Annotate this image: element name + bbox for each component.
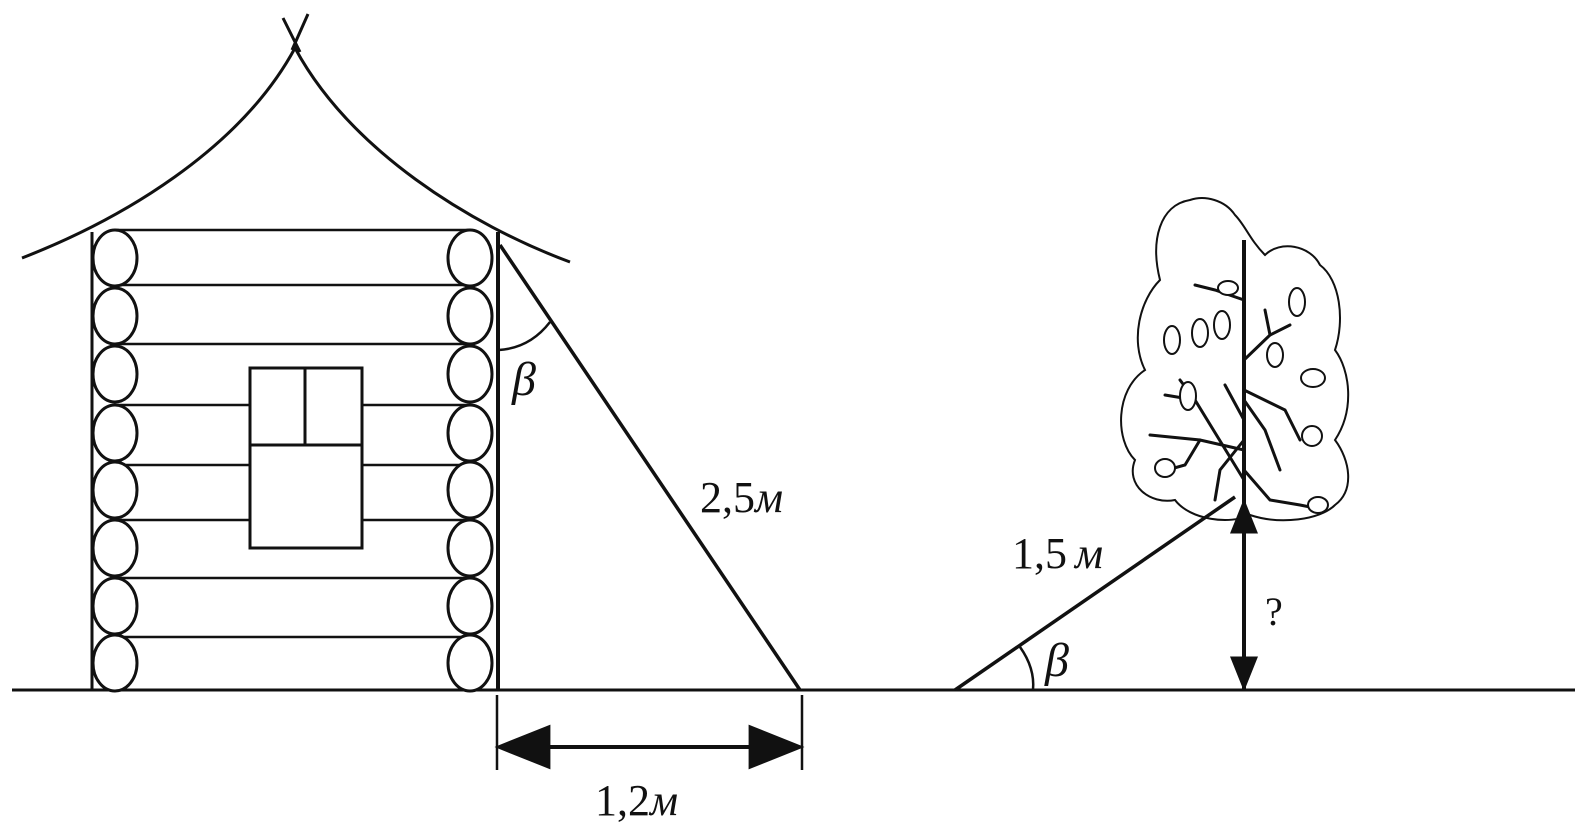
roof-ridge-cross <box>281 13 310 53</box>
log-house <box>21 13 571 693</box>
ladder-length-value: 2,5 <box>700 473 755 522</box>
tree-leaves <box>1154 280 1329 514</box>
tree <box>1120 197 1350 692</box>
tree-ladder-length-value: 1,5 <box>1012 529 1067 578</box>
house-angle-arc <box>498 321 551 352</box>
house-ladder <box>498 244 802 691</box>
ladder-length-unit: м <box>753 473 783 522</box>
tree-angle-arc <box>1018 646 1035 691</box>
house-angle-label: β <box>511 353 536 406</box>
tree-ladder-length-unit: м <box>1073 529 1103 578</box>
roof <box>21 44 571 264</box>
window <box>248 366 364 550</box>
base-distance-label: 1,2м <box>595 776 678 825</box>
tree-angle-label: β <box>1044 634 1069 687</box>
left-log-ends <box>91 228 139 693</box>
ladder-length-label: 2,5м <box>700 473 783 522</box>
base-distance-value: 1,2 <box>595 776 650 825</box>
tree-foliage <box>1120 197 1350 522</box>
right-log-ends <box>446 228 494 693</box>
base-distance-unit: м <box>648 776 678 825</box>
unknown-height-label: ? <box>1265 589 1283 634</box>
tree-ladder <box>954 495 1236 692</box>
